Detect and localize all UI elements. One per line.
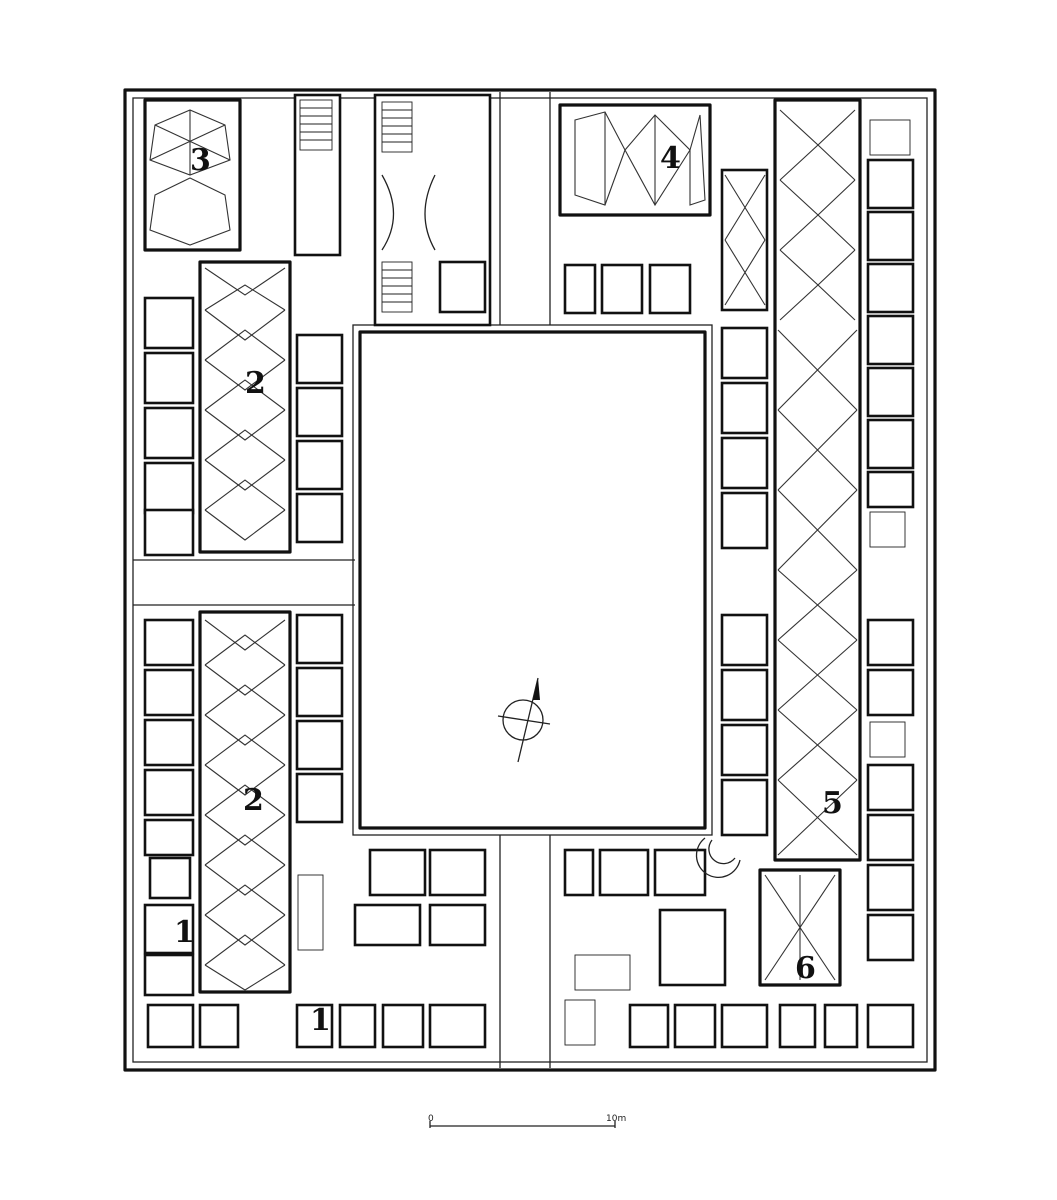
south-range — [297, 848, 727, 1046]
label-vault-6: 6 — [795, 951, 816, 986]
label-vault-2-south: 2 — [243, 783, 264, 818]
east-outer-cells — [866, 119, 915, 962]
vault-3 — [143, 98, 242, 252]
north-range — [293, 93, 492, 327]
vault-2-north — [198, 260, 292, 554]
spiral-stair — [695, 837, 741, 879]
scale-bar: 0 10m — [428, 1114, 626, 1128]
label-vault-4: 4 — [660, 141, 681, 176]
south-outer-cells — [146, 1003, 915, 1049]
west-cells-south — [143, 618, 195, 997]
vault-2-south — [198, 610, 292, 994]
north-east-rooms — [563, 168, 769, 315]
west-cells-north — [143, 296, 195, 557]
west-room-1 — [148, 856, 192, 900]
label-room-1-west: 1 — [174, 915, 195, 950]
east-inner-cells — [720, 326, 769, 837]
label-vault-5: 5 — [822, 786, 843, 821]
vault-5 — [773, 98, 862, 862]
passages — [133, 92, 551, 1068]
scale-start-label: 0 — [428, 1114, 434, 1124]
vault-4 — [558, 103, 712, 217]
courtyard — [352, 324, 713, 836]
label-vault-3: 3 — [190, 143, 211, 178]
scale-end-label: 10m — [606, 1114, 626, 1124]
label-vault-2-north: 2 — [245, 366, 266, 401]
vault-6 — [758, 868, 842, 987]
north-arrow-icon — [497, 677, 551, 763]
west-inner-cells — [295, 333, 344, 824]
label-room-1-south: 1 — [310, 1003, 331, 1038]
outer-walls — [123, 88, 937, 1072]
